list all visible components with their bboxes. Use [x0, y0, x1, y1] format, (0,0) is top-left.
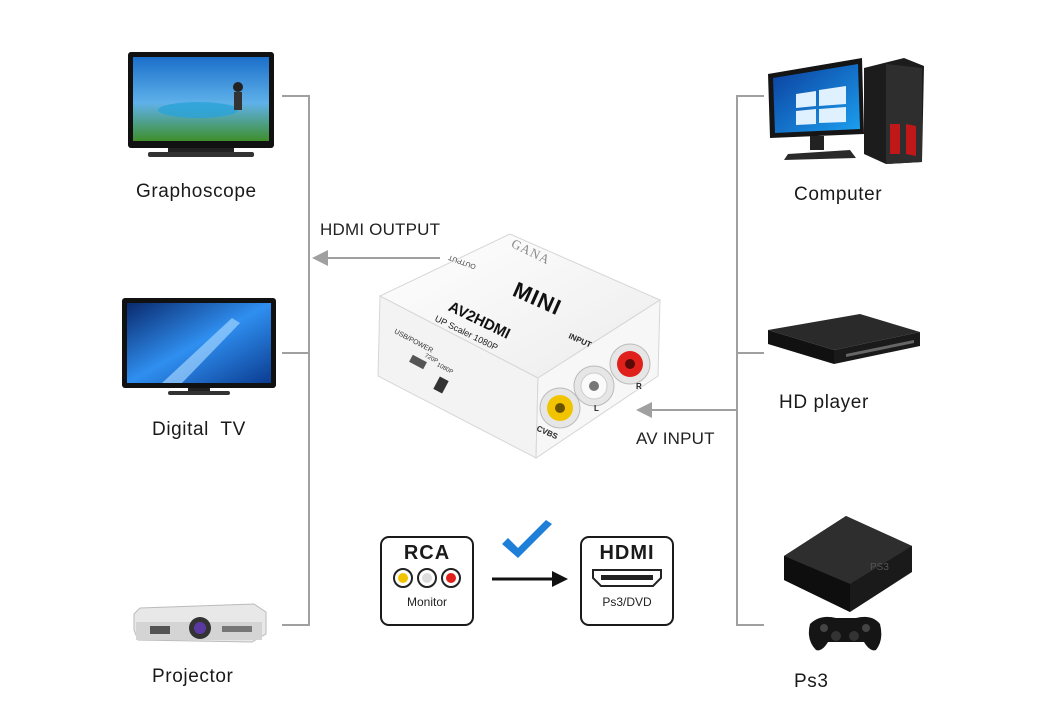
device-label-hd-player: HD player — [779, 392, 869, 413]
av2hdmi-adapter — [377, 233, 662, 459]
left-bracket-line — [308, 95, 310, 625]
input-arrow-icon — [636, 402, 738, 418]
rca-badge: RCA Monitor — [380, 536, 474, 626]
av-input-label: AV INPUT — [636, 429, 715, 448]
right-connector-mid — [736, 352, 764, 354]
left-connector-mid — [282, 352, 310, 354]
hdmi-title: HDMI — [599, 542, 655, 564]
computer-icon — [768, 58, 924, 164]
right-connector-bottom — [736, 624, 764, 626]
hdmi-output-label: HDMI OUTPUT — [320, 220, 441, 239]
hdmi-subtitle: Ps3/DVD — [602, 595, 652, 609]
rca-jack-red — [609, 343, 651, 385]
adapter-jack-l: L — [594, 404, 599, 413]
rca-subtitle: Monitor — [406, 595, 447, 609]
left-connector-top — [282, 95, 310, 97]
device-label-digital-tv: Digital TV — [152, 419, 246, 440]
rca-jacks-icon — [393, 568, 461, 588]
device-label-computer: Computer — [794, 184, 883, 205]
output-arrow-icon — [312, 250, 440, 266]
check-icon — [502, 520, 552, 558]
device-label-graphoscope: Graphoscope — [136, 181, 257, 202]
hdmi-port-icon — [592, 569, 662, 587]
hd-player-icon — [768, 314, 920, 364]
right-connector-top — [736, 95, 764, 97]
left-connector-bottom — [282, 624, 310, 626]
rca-jack-white — [573, 365, 615, 407]
device-label-projector: Projector — [152, 666, 234, 687]
hdmi-badge: HDMI Ps3/DVD — [580, 536, 674, 626]
svg-text:PS3: PS3 — [870, 562, 889, 573]
rca-title: RCA — [403, 542, 451, 564]
tv-icon — [128, 52, 274, 157]
rca-jack-yellow — [539, 387, 581, 429]
device-label-ps3: Ps3 — [794, 671, 829, 692]
conversion-arrow-icon — [492, 571, 568, 587]
ps3-icon: PS3 — [784, 516, 912, 651]
projector-icon — [133, 603, 267, 643]
adapter-jack-r: R — [636, 382, 642, 391]
right-bracket-line — [736, 95, 738, 625]
tv-icon — [122, 298, 276, 395]
